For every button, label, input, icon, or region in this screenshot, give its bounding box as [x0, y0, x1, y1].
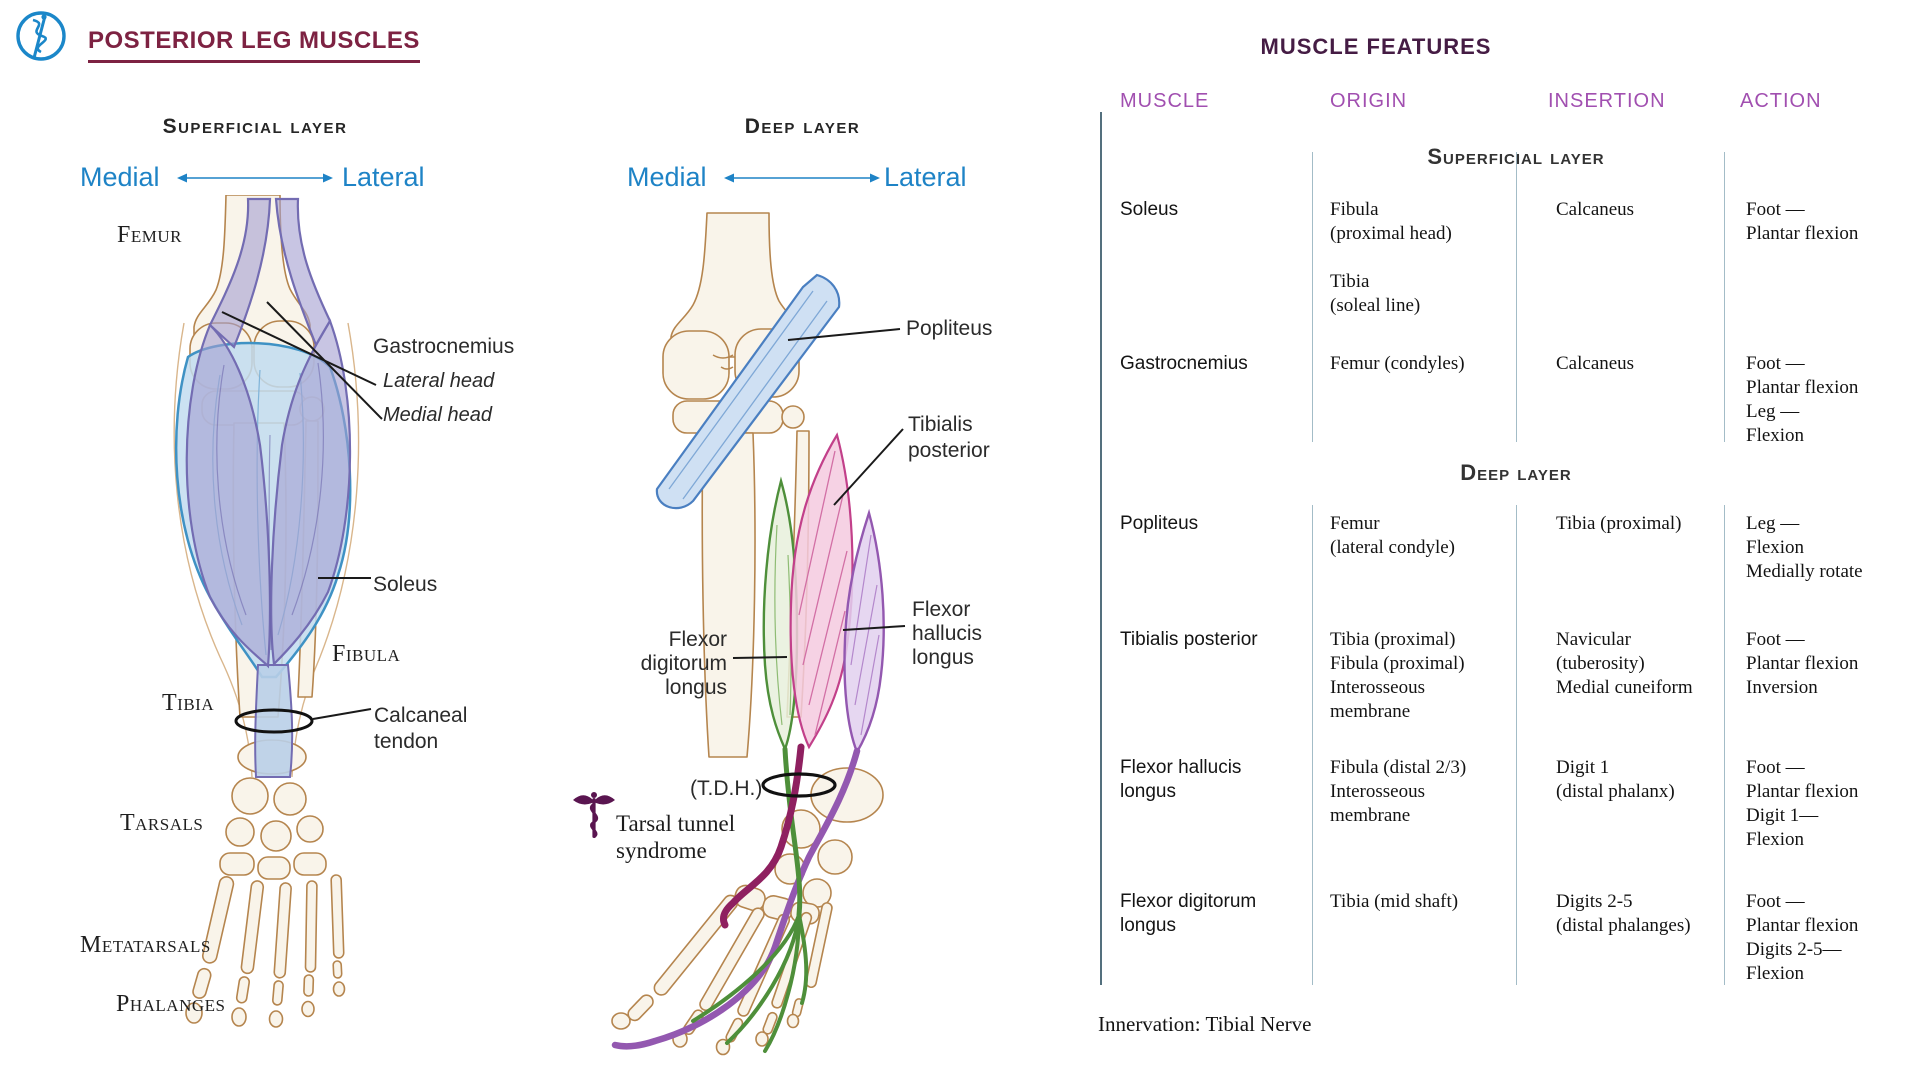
- column-header-insertion: INSERTION: [1548, 90, 1666, 112]
- table-row-origin: Fibula (proximal head) Tibia (soleal lin…: [1330, 199, 1452, 316]
- calcaneal-tendon-shape: [254, 664, 294, 778]
- table-row-action: Foot — Plantar flexion Leg — Flexion: [1746, 353, 1859, 446]
- leader-lines-superficial: [221, 301, 383, 720]
- leg-contour: [173, 322, 360, 778]
- leader-lines-deep: [732, 328, 906, 659]
- page-title: POSTERIOR LEG MUSCLES: [88, 27, 420, 63]
- column-header-muscle: MUSCLE: [1120, 90, 1210, 112]
- innervation-footnote: Innervation: Tibial Nerve: [1098, 1012, 1312, 1036]
- table-row-action: Foot — Plantar flexion: [1746, 199, 1859, 244]
- column-divider: [1724, 152, 1726, 442]
- flexor-digitorum-longus-label: Flexor digitorum longus: [640, 628, 727, 699]
- section-header-deep: Deep layer: [1460, 460, 1572, 485]
- deep-leg-illustration: [611, 212, 906, 1056]
- figure-superficial-title: Superficial layer: [162, 115, 348, 138]
- table-row-muscle: Popliteus: [1120, 513, 1199, 534]
- table-row-insertion: Calcaneus: [1556, 199, 1635, 220]
- column-divider: [1516, 505, 1518, 985]
- asclepius-logo-icon: [16, 11, 66, 61]
- metatarsal-bones: [201, 874, 345, 979]
- fdl-tendon-green: [782, 746, 803, 918]
- tarsal-tunnel-syndrome-label: Tarsal tunnel syndrome: [616, 811, 736, 863]
- muscle-features-table: MUSCLE FEATURES MUSCLE ORIGIN INSERTION …: [1096, 28, 1916, 1058]
- table-row-muscle: Gastrocnemius: [1120, 353, 1248, 374]
- table-row-insertion: Digit 1 (distal phalanx): [1556, 757, 1675, 802]
- tibia-label: Tibia: [162, 690, 215, 716]
- medial-lateral-arrow-superficial: [177, 173, 333, 183]
- column-header-action: ACTION: [1740, 90, 1822, 112]
- caduceus-icon: [573, 792, 615, 839]
- fhl-tendon-purple: [611, 747, 861, 1050]
- calcaneal-tendon-ellipse-marker: [234, 708, 314, 734]
- tibialis-posterior-label: Tibialis posterior: [908, 413, 990, 462]
- popliteus-muscle: [655, 273, 841, 510]
- fibula-label: Fibula: [332, 641, 401, 667]
- table-row-origin: Tibia (proximal) Fibula (proximal) Inter…: [1330, 629, 1465, 722]
- gastrocnemius-label: Gastrocnemius: [373, 335, 515, 358]
- column-divider: [1312, 152, 1314, 442]
- phalanx-bones: [185, 960, 346, 1028]
- column-header-origin: ORIGIN: [1330, 90, 1408, 112]
- medial-label-superficial: Medial: [80, 162, 160, 192]
- table-row-insertion: Navicular (tuberosity) Medial cuneiform: [1556, 629, 1693, 698]
- table-row-origin: Femur (lateral condyle): [1330, 513, 1456, 558]
- medial-lateral-arrow-deep: [724, 173, 880, 183]
- table-row-origin: Femur (condyles): [1330, 353, 1465, 374]
- metatarsals-label: Metatarsals: [80, 932, 211, 958]
- table-row-insertion: Digits 2-5 (distal phalanges): [1556, 891, 1691, 936]
- calcaneal-tendon-label: Calcaneal tendon: [374, 704, 468, 753]
- femur-label: Femur: [117, 222, 182, 248]
- table-row-action: Foot — Plantar flexion Digit 1— Flexion: [1746, 757, 1859, 850]
- table-row-origin: Tibia (mid shaft): [1330, 891, 1459, 912]
- tp-tendon-maroon: [719, 743, 805, 929]
- table-row-action: Foot — Plantar flexion Digits 2-5— Flexi…: [1746, 891, 1859, 984]
- medial-label-deep: Medial: [627, 162, 707, 192]
- lateral-label-deep: Lateral: [884, 162, 967, 192]
- table-row-action: Leg — Flexion Medially rotate: [1746, 513, 1863, 582]
- deep-tendons: [611, 743, 861, 1053]
- phalanges-label: Phalanges: [116, 991, 226, 1017]
- column-divider: [1516, 152, 1518, 442]
- table-row-insertion: Tibia (proximal): [1556, 513, 1682, 534]
- tarsals-label: Tarsals: [120, 810, 204, 836]
- popliteus-label: Popliteus: [906, 317, 993, 340]
- column-divider: [1724, 505, 1726, 985]
- table-title: MUSCLE FEATURES: [1260, 34, 1492, 59]
- figure-deep-title: Deep layer: [744, 115, 861, 138]
- superficial-leg-illustration: [173, 195, 383, 1028]
- table-row-action: Foot — Plantar flexion Inversion: [1746, 629, 1859, 698]
- column-divider: [1312, 505, 1314, 985]
- lateral-label-superficial: Lateral: [342, 162, 425, 192]
- tarsal-tunnel-ellipse-marker: [761, 772, 837, 798]
- tibialis-posterior-muscle: [789, 432, 854, 750]
- table-row-muscle: Soleus: [1120, 199, 1179, 220]
- medial-head: [185, 323, 272, 669]
- table-row-origin: Fibula (distal 2/3) Interosseous membran…: [1330, 757, 1467, 826]
- soleus-label: Soleus: [373, 573, 438, 596]
- table-left-border: [1100, 112, 1102, 985]
- table-row-insertion: Calcaneus: [1556, 353, 1635, 374]
- medial-head-label: Medial head: [383, 404, 492, 426]
- flexor-hallucis-longus-label: Flexor hallucis longus: [912, 598, 983, 669]
- tibia-bone-deep: [701, 432, 756, 758]
- table-row-muscle: Tibialis posterior: [1120, 629, 1258, 650]
- section-header-superficial: Superficial layer: [1427, 144, 1605, 169]
- tdh-label: (T.D.H.): [690, 777, 763, 800]
- table-row-muscle: Flexor hallucis longus: [1120, 757, 1242, 802]
- table-row-muscle: Flexor digitorum longus: [1120, 891, 1257, 936]
- lateral-head-label: Lateral head: [383, 370, 495, 392]
